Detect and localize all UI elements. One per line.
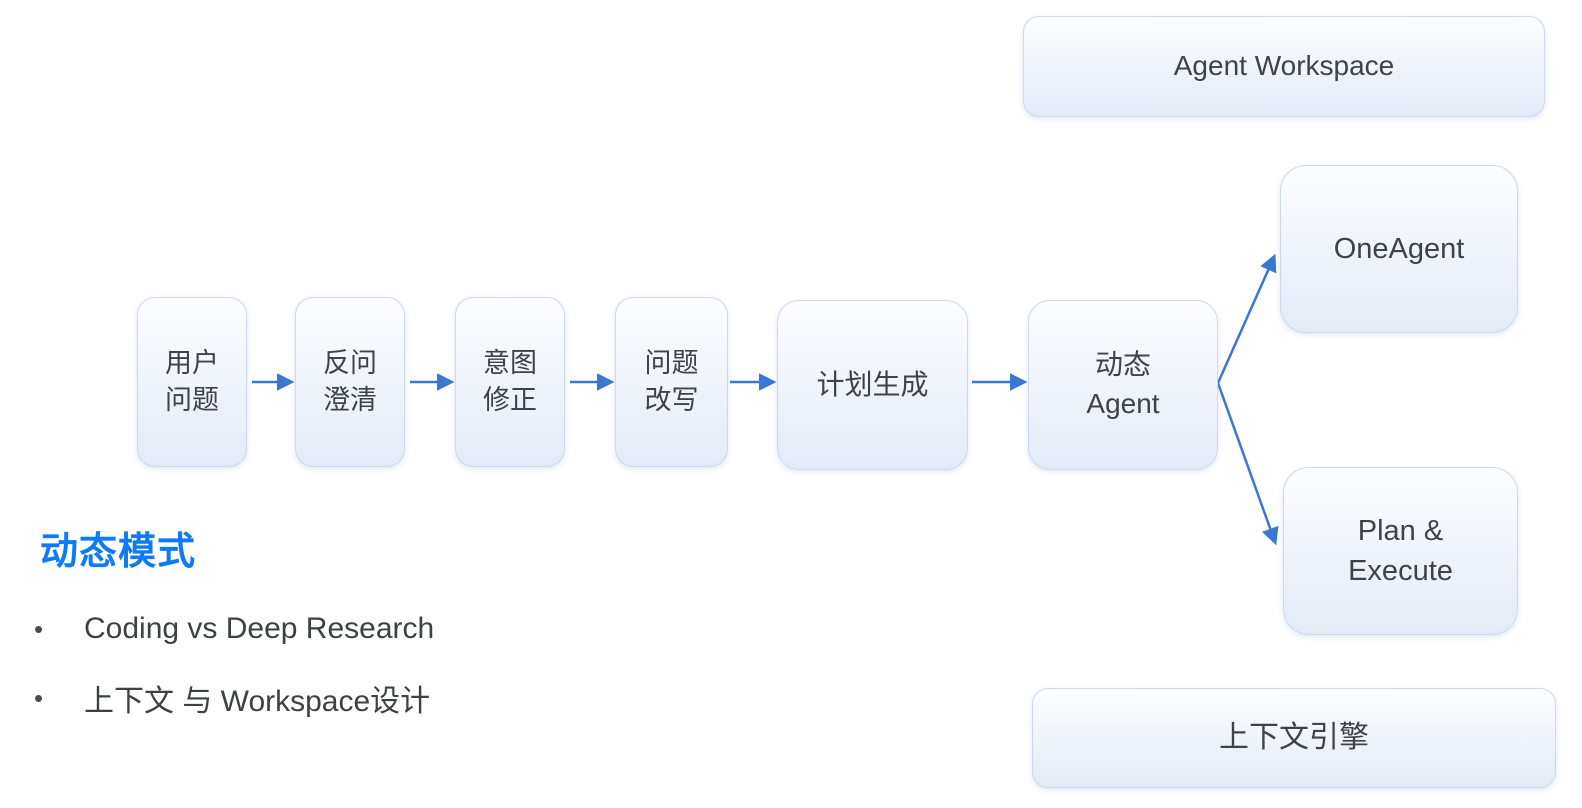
bullet-item-context-workspace-design: • 上下文 与 Workspace设计 — [34, 676, 430, 720]
box-question-rewrite-label: 问题 改写 — [644, 347, 699, 415]
arrow-dynamic-agent-to-one-agent — [1216, 253, 1277, 384]
box-intent-correct-label: 意图 修正 — [483, 347, 537, 415]
bullet-dot: • — [34, 682, 44, 713]
box-ask-clarify: 反问 澄清 — [295, 297, 405, 467]
bullet-dot: • — [34, 613, 44, 644]
box-one-agent: OneAgent — [1280, 165, 1518, 333]
box-plan-execute-label: Plan & Execute — [1348, 514, 1453, 587]
box-agent-workspace-label: Agent Workspace — [1173, 50, 1395, 82]
box-one-agent-label: OneAgent — [1333, 232, 1465, 265]
bullet-item-coding-vs-deep-research: • Coding vs Deep Research — [34, 612, 434, 646]
box-context-engine-label: 上下文引擎 — [1219, 721, 1369, 755]
box-context-engine: 上下文引擎 — [1032, 688, 1556, 788]
arrow-dynamic-agent-to-plan-execute — [1216, 382, 1279, 546]
box-ask-clarify-label: 反问 澄清 — [323, 347, 377, 415]
box-agent-workspace: Agent Workspace — [1023, 16, 1545, 117]
bullet-text: 上下文 与 Workspace设计 — [84, 685, 431, 718]
box-user-question: 用户 问题 — [137, 297, 247, 467]
box-plan-generate-label: 计划生成 — [816, 368, 929, 400]
box-plan-execute: Plan & Execute — [1283, 467, 1518, 635]
box-plan-generate: 计划生成 — [777, 300, 968, 470]
box-dynamic-agent: 动态 Agent — [1028, 300, 1218, 470]
section-heading-dynamic-mode: 动态模式 — [40, 531, 197, 573]
box-user-question-label: 用户 问题 — [165, 347, 219, 415]
box-question-rewrite: 问题 改写 — [615, 297, 728, 467]
box-dynamic-agent-label: 动态 Agent — [1086, 349, 1160, 419]
box-intent-correct: 意图 修正 — [455, 297, 565, 467]
bullet-text: Coding vs Deep Research — [84, 612, 435, 645]
